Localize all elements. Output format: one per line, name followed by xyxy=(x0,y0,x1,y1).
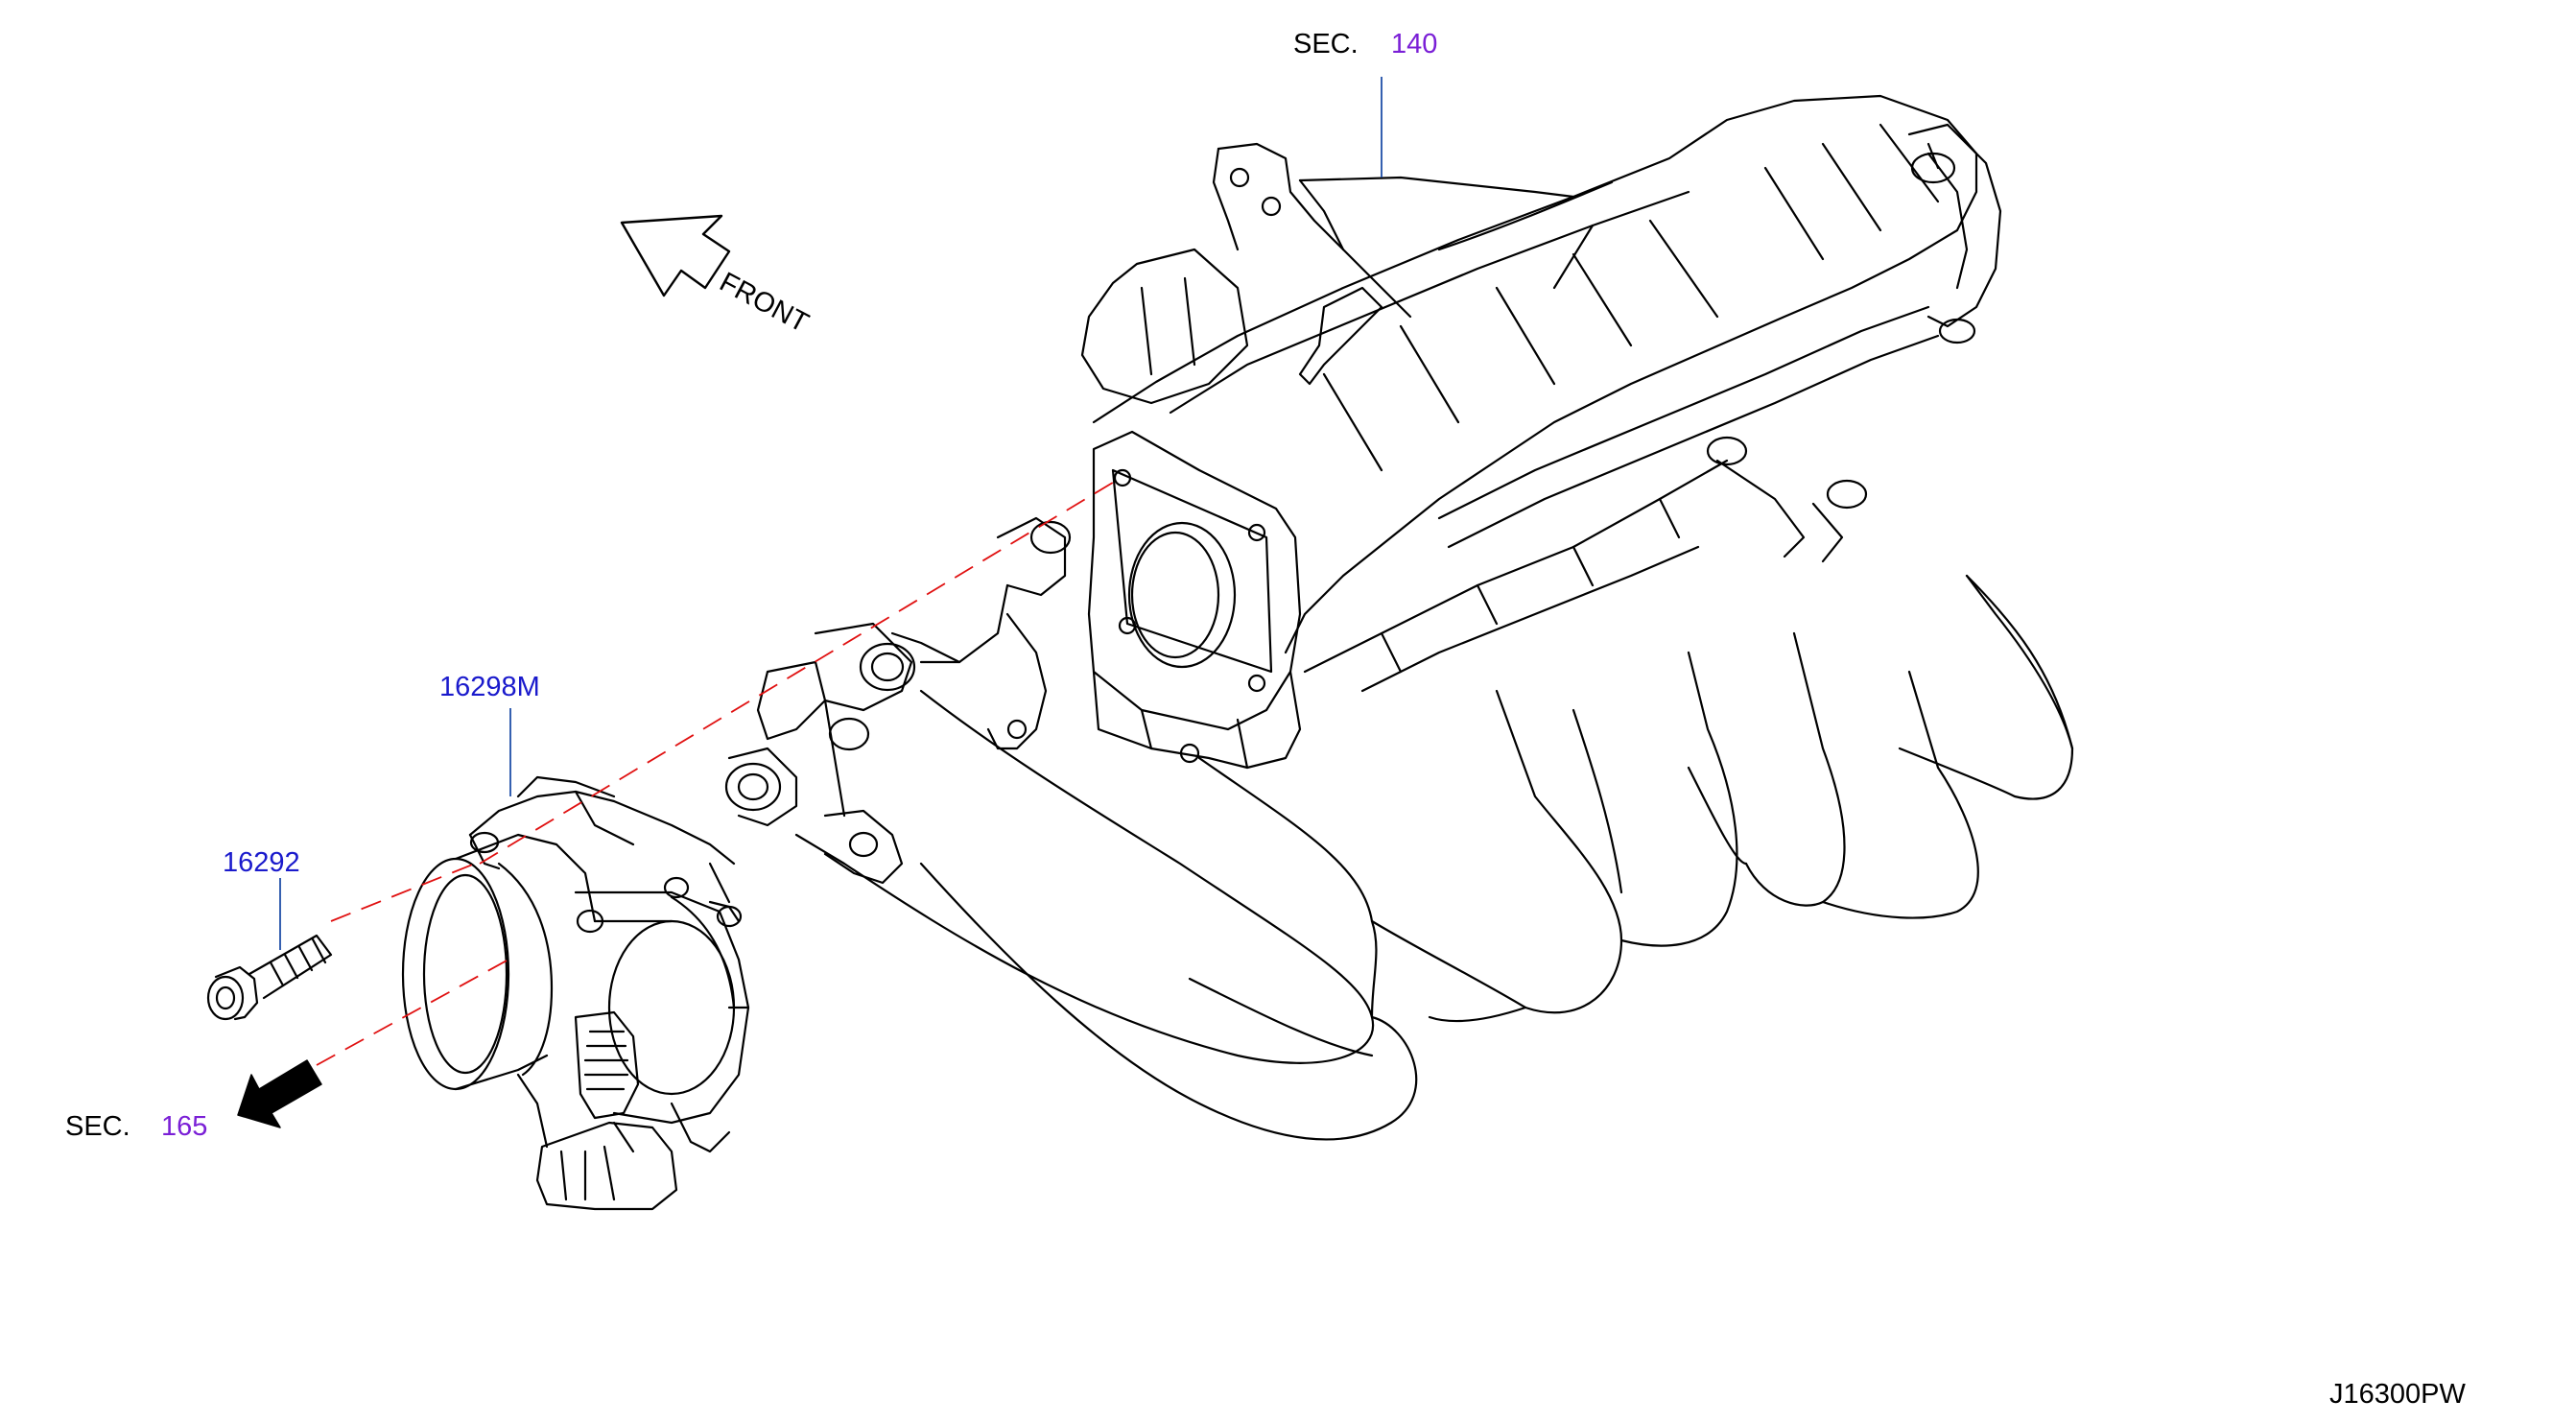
sec-140-number[interactable]: 140 xyxy=(1391,29,1437,59)
dash-line-upper xyxy=(479,477,1122,865)
alignment-lines xyxy=(316,477,1122,1066)
part-number-16298m[interactable]: 16298M xyxy=(439,672,540,702)
intake-manifold xyxy=(724,94,2074,1141)
sec-165-arrow-icon xyxy=(237,1059,322,1128)
sec-165-number[interactable]: 165 xyxy=(161,1111,207,1142)
sec-165-prefix: SEC. xyxy=(65,1111,130,1142)
front-label: FRONT xyxy=(715,267,814,339)
diagram-code: J16300PW xyxy=(2329,1379,2466,1410)
dash-line-lower xyxy=(316,959,509,1066)
dash-line-bolt xyxy=(330,861,481,922)
front-indicator: FRONT xyxy=(620,214,814,339)
front-arrow-icon xyxy=(620,214,731,297)
bolt xyxy=(206,934,333,1021)
sec-140-prefix: SEC. xyxy=(1293,29,1359,59)
throttle-body xyxy=(401,775,750,1211)
part-number-16292[interactable]: 16292 xyxy=(223,847,300,878)
leader-lines xyxy=(279,77,1383,950)
